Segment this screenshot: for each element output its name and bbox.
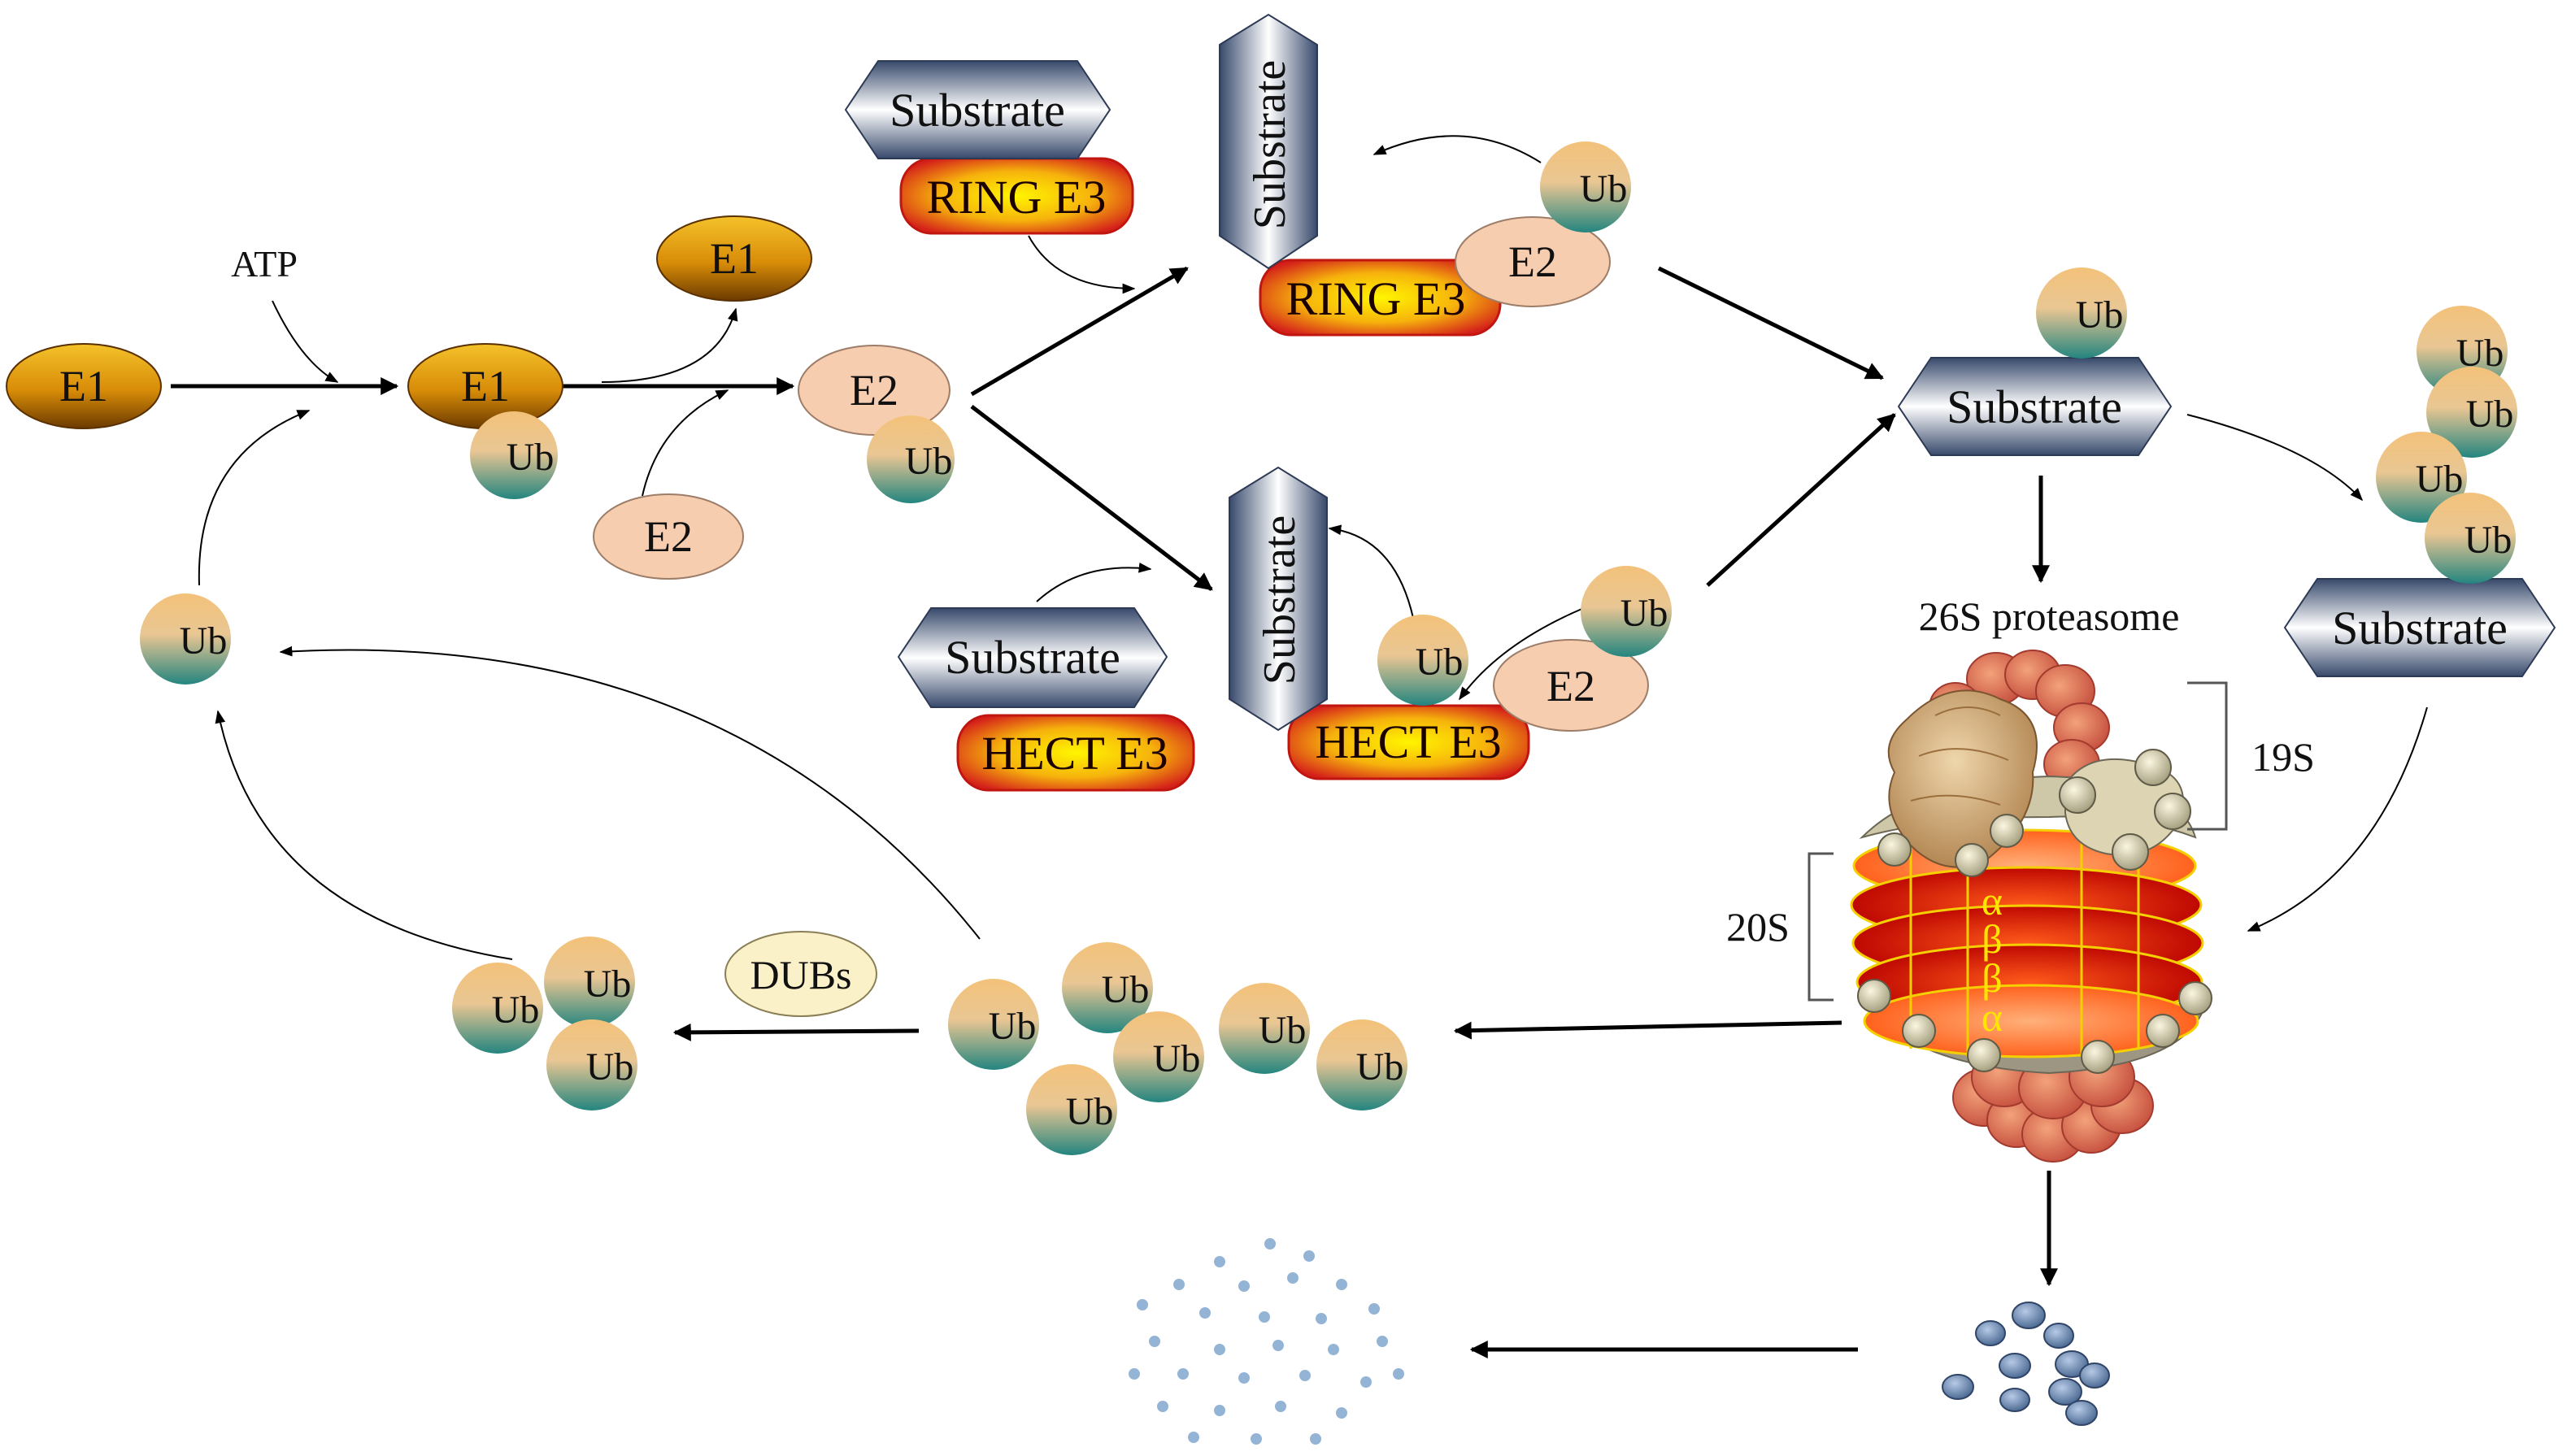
arrow-to-hect-branch [970, 405, 1213, 591]
e2-ub-label-ub: Ub [905, 440, 953, 483]
e1-ub-label-ub: Ub [507, 436, 555, 479]
arrow-recycle-left [215, 710, 513, 960]
released-e1-label: E1 [710, 234, 759, 283]
arrow-ub-to-e1 [198, 410, 311, 586]
hect-substrate-label: Substrate [945, 631, 1120, 684]
amino-acid-dots [1129, 1238, 1404, 1445]
poly-ub-2-label: Ub [2466, 393, 2514, 436]
recycled-ub-1: Ub [492, 989, 540, 1032]
recycled-ub-cluster: Ub Ub Ub [452, 937, 637, 1110]
released-e1: E1 [656, 215, 812, 302]
bracket-20s [1808, 852, 1834, 1002]
bracket-19s [2187, 681, 2228, 831]
arrow-ring-substrate-joins [1028, 235, 1136, 294]
arrow-ring-to-ubsubstrate [1657, 266, 1884, 380]
arrow-to-polyubiquitination [2186, 414, 2364, 502]
hect-complex-e2-ub-label: Ub [1620, 592, 1668, 635]
poly-ub-3-label: Ub [2416, 458, 2464, 501]
free-ub-label: Ub [180, 619, 228, 663]
proteasome-beads [1857, 749, 2212, 1074]
hect-complex-e2-label: E2 [1547, 662, 1595, 711]
ring-label-alpha-top: α [1982, 878, 2003, 924]
hect-e3-complex: HECT E3 Substrate Ub E2 Ub [1229, 466, 1672, 780]
ring-e3-label: RING E3 [927, 171, 1107, 224]
arrows [171, 135, 2428, 1358]
poly-ub-4-label: Ub [2464, 519, 2512, 562]
arrow-proteasome-releases-ub [1453, 1020, 1842, 1040]
arrow-recycle-long [279, 645, 981, 940]
released-ub-1: Ub [989, 1005, 1037, 1048]
proteasome-label: 26S proteasome [1919, 593, 2180, 639]
free-e1: E1 [6, 343, 162, 429]
released-ub-4: Ub [1066, 1090, 1114, 1133]
recycled-ub-2: Ub [584, 963, 632, 1006]
e1-ub-label-e1: E1 [461, 362, 510, 411]
proteasome: α β β α [1850, 650, 2212, 1163]
released-ub-3: Ub [1153, 1037, 1201, 1080]
ring-complex-e3-label: RING E3 [1286, 272, 1466, 325]
poly-ub-substrate: Substrate Ub Ub Ub Ub [2283, 306, 2556, 677]
mono-ub-label: Ub [2076, 293, 2124, 337]
atp-label: ATP [231, 243, 298, 285]
hect-complex-substrate-label: Substrate [1255, 515, 1305, 685]
recycled-ub-3: Ub [586, 1045, 634, 1089]
peptide-fragments [1942, 1302, 2110, 1426]
ring-label-alpha-bottom: α [1982, 994, 2003, 1040]
arrow-release-e1 [601, 307, 738, 383]
dubs-badge: DUBs [724, 931, 877, 1017]
free-e2: E2 [593, 493, 744, 580]
released-ub-5: Ub [1259, 1009, 1307, 1052]
mono-substrate-label: Substrate [1947, 380, 2122, 433]
ring-e3-complex: RING E3 Substrate E2 Ub [1219, 13, 1631, 337]
hect-complex-ub-label: Ub [1416, 641, 1464, 684]
released-ub-2: Ub [1102, 968, 1150, 1011]
ring-complex-e2-label: E2 [1508, 237, 1557, 286]
arrow-e2-joins [642, 389, 729, 497]
arrow-hect-to-ubsubstrate [1706, 413, 1896, 587]
free-e2-label: E2 [644, 512, 693, 561]
arrow-hect-ub-to-substrate [1328, 524, 1414, 619]
dubs-label: DUBs [750, 952, 851, 997]
ring-label-beta-1: β [1982, 916, 2002, 962]
arrow-to-ring-branch [970, 266, 1189, 397]
arrow-atp [272, 300, 339, 383]
hect-complex-e3-label: HECT E3 [1315, 715, 1501, 768]
released-ub-6: Ub [1356, 1045, 1404, 1089]
label-20s: 20S [1726, 904, 1790, 950]
proteasome-rings [1850, 828, 2204, 1058]
label-19s: 19S [2251, 734, 2315, 780]
free-e1-label: E1 [59, 362, 108, 411]
arrow-hect-substrate-joins [1036, 562, 1152, 602]
e2-ub-label-e2: E2 [850, 366, 898, 415]
arrow-polysubstrate-to-proteasome [2247, 706, 2428, 932]
arrow-dubs [672, 1023, 920, 1041]
ring-substrate-pair: RING E3 Substrate [844, 60, 1134, 235]
released-ub-cluster: Ub Ub Ub Ub Ub Ub [948, 942, 1407, 1155]
arrow-hect-e2-to-ub [1459, 605, 1590, 701]
mono-ub-substrate: Substrate Ub [1897, 267, 2173, 456]
hect-substrate-pair: HECT E3 Substrate [897, 607, 1195, 792]
poly-substrate-label: Substrate [2332, 602, 2508, 654]
ring-substrate-label: Substrate [890, 84, 1065, 137]
e2-ub-complex: E2 Ub [798, 345, 955, 503]
free-ub: Ub [140, 593, 231, 685]
ring-label-beta-2: β [1982, 955, 2002, 1001]
arrow-ring-ub-transfer [1373, 135, 1542, 163]
ring-complex-substrate-label: Substrate [1245, 60, 1295, 229]
ring-complex-ub-label: Ub [1580, 167, 1628, 211]
hect-e3-label: HECT E3 [981, 727, 1168, 780]
e1-ub-complex: E1 Ub [407, 343, 563, 499]
